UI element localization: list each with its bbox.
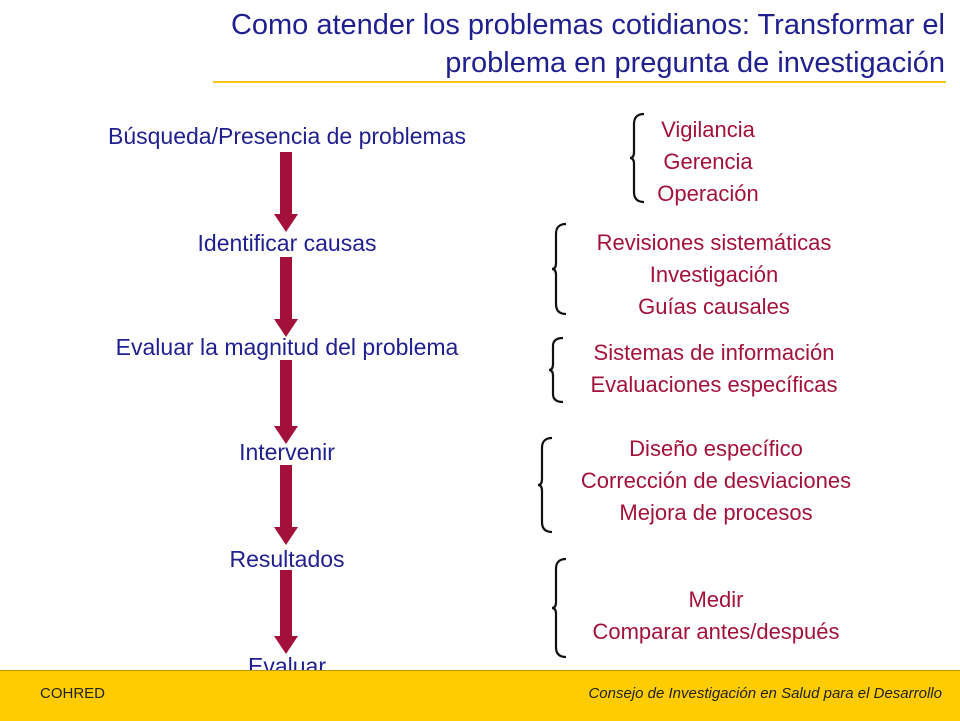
flow-arrow-3	[274, 360, 298, 444]
group-item: Mejora de procesos	[619, 500, 813, 525]
group-item: Operación	[657, 181, 759, 206]
brace-5	[551, 557, 568, 659]
group-item: Gerencia	[663, 149, 753, 174]
group-item: Revisiones sistemáticas	[596, 230, 832, 255]
brace-3	[548, 336, 565, 404]
flow-arrow-4	[274, 465, 298, 545]
step-resultados: Resultados	[229, 546, 345, 572]
group-diseno: Diseño específico Corrección de desviaci…	[581, 433, 851, 529]
group-vigilancia: Vigilancia Gerencia Operación	[657, 114, 759, 210]
group-medir: Medir Comparar antes/después	[592, 584, 839, 648]
flow-arrow-2	[274, 257, 298, 337]
group-item: Medir	[688, 587, 744, 612]
group-item: Corrección de desviaciones	[580, 468, 852, 493]
group-item: Evaluaciones específicas	[590, 372, 838, 397]
step-identificar: Identificar causas	[197, 230, 377, 256]
title-line-2: problema en pregunta de investigación	[445, 47, 945, 79]
flow-arrow-5	[274, 570, 298, 654]
group-item: Sistemas de información	[593, 340, 835, 365]
title-line-1: Como atender los problemas cotidianos: T…	[230, 9, 945, 41]
group-sistemas: Sistemas de información Evaluaciones esp…	[590, 337, 837, 401]
group-item: Investigación	[649, 262, 779, 287]
footer-bar: COHRED Consejo de Investigación en Salud…	[0, 670, 960, 721]
slide-title: Como atender los problemas cotidianos: T…	[100, 6, 945, 82]
group-revisiones: Revisiones sistemáticas Investigación Gu…	[597, 227, 832, 323]
group-item: Comparar antes/después	[592, 619, 840, 644]
footer-org: COHRED	[40, 685, 106, 702]
footer-org-fullname: Consejo de Investigación en Salud para e…	[588, 685, 942, 702]
group-item: Diseño específico	[629, 436, 803, 461]
step-busqueda: Búsqueda/Presencia de problemas	[107, 123, 467, 149]
brace-1	[629, 112, 646, 204]
title-underline	[213, 81, 946, 83]
group-item: Guías causales	[638, 294, 790, 319]
brace-4	[537, 436, 554, 534]
step-intervenir: Intervenir	[239, 439, 335, 465]
step-evaluar-magnitud: Evaluar la magnitud del problema	[115, 334, 459, 360]
brace-2	[551, 222, 568, 316]
flow-arrow-1	[274, 152, 298, 232]
group-item: Vigilancia	[661, 117, 755, 142]
